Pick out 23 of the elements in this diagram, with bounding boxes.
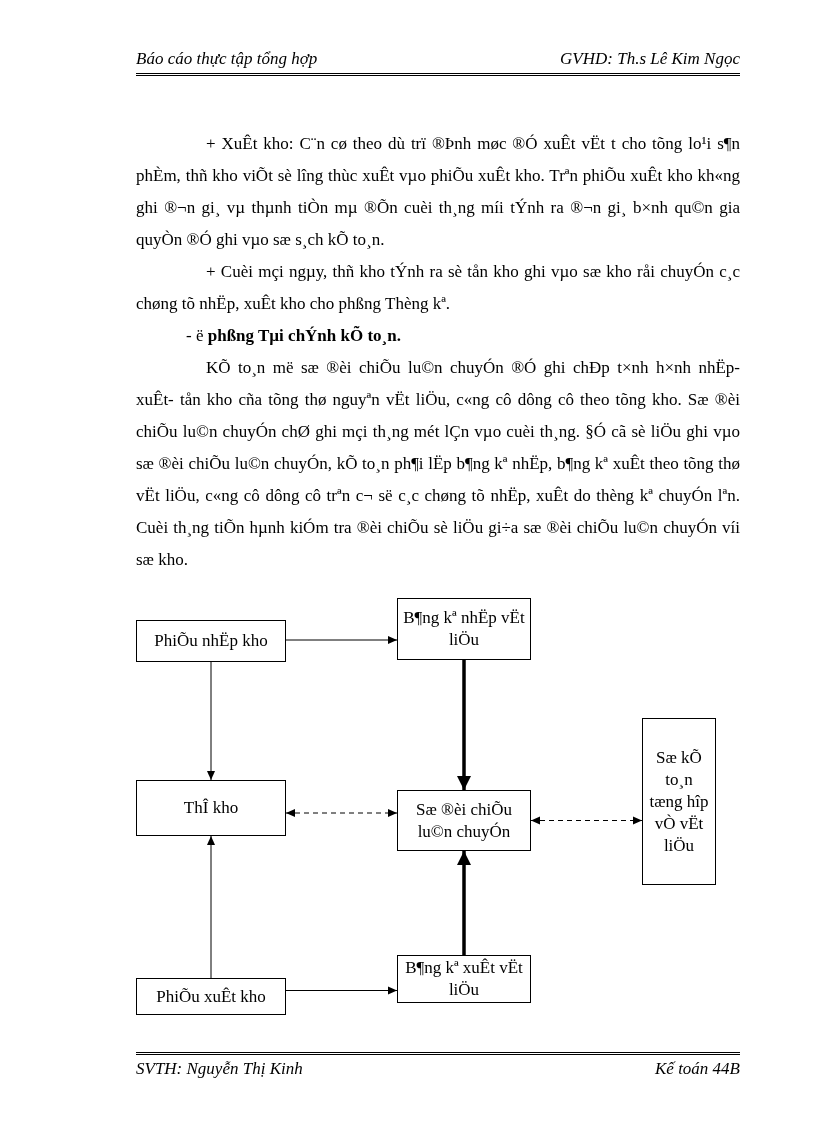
paragraph: KÕ to¸n më sæ ®èi chiÕu lu©n chuyÓn ®Ó ghi chÐp t×nh h×nh nhËp- xuÊt- tån kho cña tõng thø nguyªn vËt liÖu, c«ng cô dông cô theo tõng kho. Sæ ®èi chiÕu lu©n chuyÓn chØ ghi mçi th¸ng mét lÇn vµo cuèi th¸ng. §Ó cã sè liÖu ghi vµo sæ ®èi chiÕu lu©n chuyÓn, kÕ to¸n ph¶i lËp b¶ng kª nhËp, b¶ng kª xuÊt theo tõng thø vËt liÖu, c«ng cô dông cô trªn c¬ së c¸c chøng tõ nhËp, xuÊt do thèng kª chuyÓn lªn. Cuèi th¸ng tiÕn hµnh kiÓm tra ®èi chiÕu sè liÖu gi÷a sæ ®èi chiÕu lu©n chuyÓn víi sæ kho.: [136, 357, 740, 571]
arrow: [457, 660, 471, 790]
paragraph: - ë phßng Tµi chÝnh kÕ to¸n.: [185, 325, 402, 347]
process-box: B¶ng kª nhËp vËt liÖu: [397, 598, 531, 660]
arrow: [207, 661, 215, 781]
process-box: PhiÕu nhËp kho: [136, 620, 286, 662]
footer-text: SVTH: Nguyễn Thị Kinh: [136, 1058, 303, 1080]
paragraph: + XuÊt kho: C¨n cø theo dù trï ®Þnh møc ®Ó xuÊt vËt t cho tõng lo¹i s¶n phÈm, thñ kho viÕt sè lîng thùc xuÊt vµo phiÕu xuÊt kho. Trªn phiÕu xuÊt kho kh«ng ghi ®¬n gi¸ vµ thµnh tiÒn mµ ®Õn cuèi th¸ng míi tÝnh ra ®¬n gi¸ b×nh qu©n gia quyÒn ®Ó ghi vµo sæ s¸ch kÕ to¸n.: [136, 133, 740, 251]
arrow: [285, 636, 398, 644]
process-box: ThÎ kho: [136, 780, 286, 836]
header-text: Báo cáo thực tập tổng hợp: [136, 48, 318, 70]
process-box: B¶ng kª xuÊt vËt liÖu: [397, 955, 531, 1003]
arrow: [207, 835, 215, 979]
paragraph: + Cuèi mçi ngµy, thñ kho tÝnh ra sè tån kho ghi vµo sæ kho råi chuyÓn c¸c chøng tõ nhËp, xuÊt kho cho phßng Thèng kª.: [136, 261, 740, 315]
header-text: GVHD: Th.s Lê Kim Ngọc: [560, 48, 740, 70]
arrow: [285, 809, 398, 817]
arrow: [285, 986, 398, 995]
arrow: [457, 851, 471, 955]
process-box: Sæ kÕ to¸n tæng hîp vÒ vËt liÖu: [642, 718, 716, 885]
process-box: PhiÕu xuÊt kho: [136, 978, 286, 1015]
process-box: Sæ ®èi chiÕu lu©n chuyÓn: [397, 790, 531, 851]
footer-text: Kế toán 44B: [655, 1058, 740, 1080]
arrow: [530, 816, 643, 825]
